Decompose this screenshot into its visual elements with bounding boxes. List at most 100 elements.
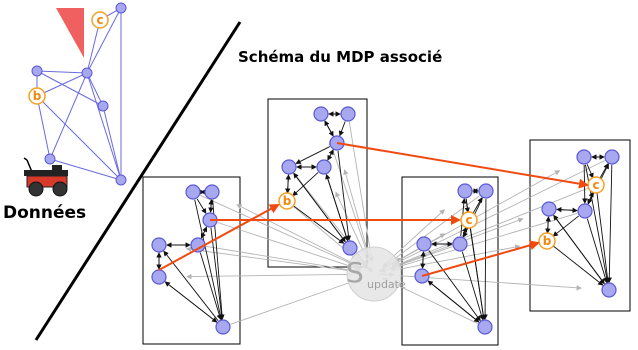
state-node <box>340 106 356 122</box>
state-node <box>477 319 493 335</box>
transition-arrow <box>587 192 594 205</box>
transition-arrow <box>292 172 319 197</box>
map-area: c b Données <box>3 2 127 223</box>
map-node <box>97 100 109 112</box>
transition-arrow <box>472 197 483 214</box>
state-node <box>457 183 473 199</box>
transition-arrow <box>469 227 486 320</box>
svg-text:b: b <box>543 234 552 248</box>
map-node <box>81 67 93 79</box>
transition-arrow <box>199 252 222 321</box>
map-node <box>115 2 127 14</box>
transition-arrow <box>293 205 345 244</box>
hub-arrow <box>217 222 362 271</box>
transition-arrow <box>196 198 207 214</box>
s-update-hub: S update <box>346 246 406 302</box>
hub-arrow <box>328 139 370 259</box>
panel-1 <box>142 176 241 345</box>
transition-arrow <box>327 149 334 161</box>
panel-4 <box>529 139 631 312</box>
transition-arrow <box>556 206 578 213</box>
state-node <box>316 159 332 175</box>
hub-arrow <box>230 277 363 325</box>
transition-arrow <box>586 218 608 284</box>
transition-arrow <box>552 245 604 286</box>
svg-text:c: c <box>592 178 599 192</box>
highlighted-transitions <box>158 142 589 277</box>
red-arrow-1 <box>158 204 280 271</box>
panel3-node-c: c <box>460 211 478 229</box>
transition-arrow <box>586 164 594 179</box>
map-node <box>44 153 56 165</box>
map-node <box>31 65 43 77</box>
map-edge <box>86 72 104 107</box>
svg-text:c: c <box>96 13 103 27</box>
transition-arrow <box>599 163 609 179</box>
sensor-cone <box>56 8 84 58</box>
transition-arrow <box>545 216 551 234</box>
separator-line <box>34 21 242 341</box>
hub-arrow <box>390 212 578 271</box>
map-edge <box>36 70 88 74</box>
transition-arrow <box>427 280 480 323</box>
state-node <box>151 237 167 253</box>
hub-arrow <box>205 245 361 274</box>
panel2-node-b: b <box>278 192 296 210</box>
map-edge <box>86 72 122 181</box>
map-edge <box>86 19 101 74</box>
state-node <box>416 236 432 252</box>
state-node <box>313 106 329 122</box>
transition-arrow <box>210 227 225 320</box>
map-node-b: b <box>28 87 46 105</box>
state-node <box>478 183 494 199</box>
svg-text:b: b <box>33 89 42 103</box>
map-nodes <box>31 2 127 186</box>
state-node <box>151 269 167 285</box>
transition-arrow <box>428 250 481 322</box>
state-node <box>541 201 557 217</box>
transition-arrow <box>482 198 488 320</box>
transition-arrow <box>194 199 223 321</box>
hub-arrow <box>343 169 371 262</box>
state-node <box>577 203 593 219</box>
svg-text:S: S <box>346 256 364 289</box>
map-edge <box>36 95 122 181</box>
diagram-title: Schéma du MDP associé <box>238 48 442 66</box>
robot-icon <box>23 157 68 197</box>
transition-arrow <box>324 120 334 137</box>
transition-arrow <box>553 214 605 284</box>
transition-arrow <box>164 281 217 323</box>
hub-arrow <box>186 273 353 280</box>
transition-arrow <box>293 172 346 242</box>
state-node <box>204 184 220 200</box>
map-edge <box>49 158 122 181</box>
map-edge <box>49 72 88 160</box>
transition-arrow <box>464 198 470 213</box>
map-edge <box>86 7 122 74</box>
hub-arrow <box>236 204 359 267</box>
map-edges <box>36 7 122 181</box>
hub-arrow <box>391 244 521 272</box>
transition-arrow <box>338 121 346 137</box>
panel-transitions <box>156 111 613 323</box>
transition-arrow <box>462 226 468 237</box>
red-arrow-4 <box>421 240 540 277</box>
panel4-node-c: c <box>587 176 605 194</box>
transition-arrow <box>596 192 611 283</box>
map-node-c: c <box>91 11 109 29</box>
transition-arrow <box>285 174 291 194</box>
map-edge <box>36 95 51 160</box>
svg-text:b: b <box>283 194 292 208</box>
transition-arrow <box>325 173 348 241</box>
transition-arrow <box>420 251 426 269</box>
state-node <box>452 236 468 252</box>
state-node <box>342 240 358 256</box>
map-edge <box>36 70 104 107</box>
state-node <box>215 319 231 335</box>
state-node <box>281 159 297 175</box>
state-node <box>604 149 620 165</box>
state-node <box>601 282 617 298</box>
transition-arrow <box>337 150 352 241</box>
svg-text:c: c <box>465 213 472 227</box>
